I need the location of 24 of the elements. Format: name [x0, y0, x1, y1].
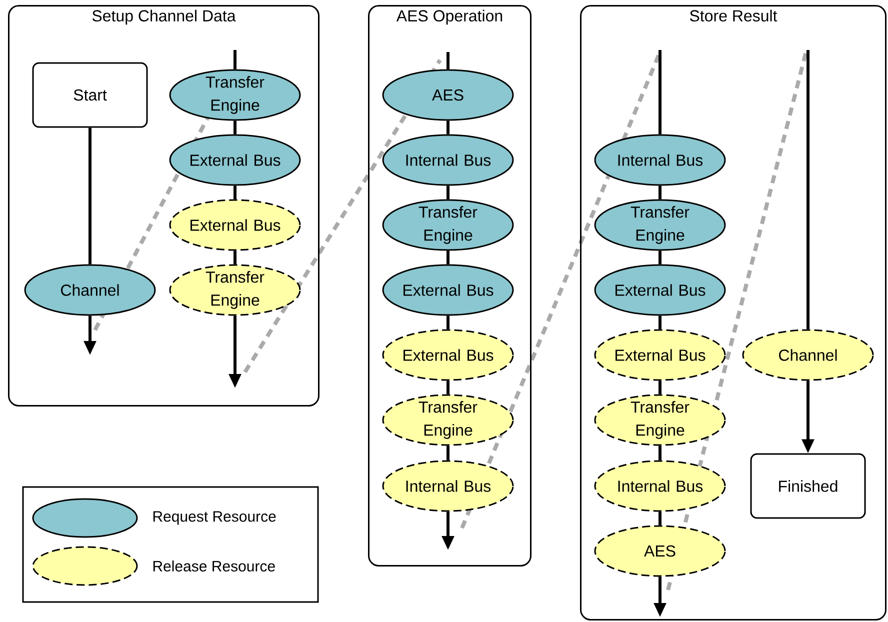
- connector-line: [446, 446, 450, 460]
- connector-line: [234, 50, 236, 70]
- connector-line: [446, 316, 450, 330]
- connector-line: [446, 52, 450, 70]
- connector-line: [658, 512, 662, 526]
- connector-line: [446, 186, 450, 200]
- connector-line: [658, 446, 662, 460]
- legend-text: Release Resource: [153, 560, 275, 572]
- terminal-box: Finished: [750, 453, 866, 519]
- connector-line: [234, 186, 236, 200]
- connector-line: [234, 120, 236, 134]
- connector-line: [88, 128, 92, 264]
- connector-line: [658, 50, 662, 134]
- connector-line: [658, 316, 662, 330]
- connector-line: [658, 380, 662, 394]
- connector-line: [446, 250, 450, 264]
- legend-text: Request Resource: [153, 511, 276, 525]
- connector-line: [234, 250, 236, 264]
- connector-line: [806, 50, 810, 330]
- connector-line: [446, 380, 450, 394]
- connector-line: [658, 186, 662, 200]
- terminal-box: Start: [32, 62, 148, 128]
- connector-line: [446, 120, 450, 134]
- connector-line: [658, 250, 662, 264]
